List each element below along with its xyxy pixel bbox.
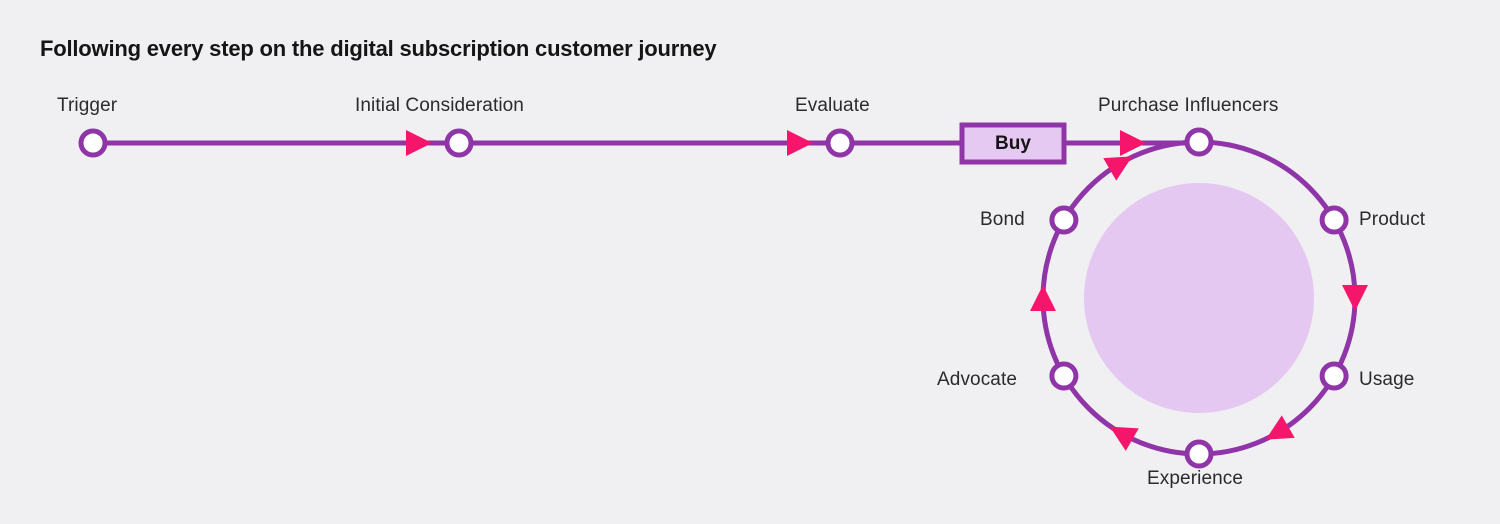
- node-experience[interactable]: [1184, 439, 1214, 469]
- label-trigger: Trigger: [57, 95, 118, 116]
- node-trigger[interactable]: [78, 128, 108, 158]
- flow-arrows: [406, 130, 1368, 451]
- cycle-inner-disc: [1084, 183, 1314, 413]
- flow-arrow-cycle-3: [1030, 285, 1056, 311]
- flow-arrow-cycle-1: [1265, 415, 1295, 440]
- flow-arrow-cycle-0: [1342, 285, 1368, 311]
- flow-arrow-linear-2: [1120, 130, 1146, 156]
- label-advocate: Advocate: [937, 369, 1018, 390]
- label-usage: Usage: [1359, 369, 1415, 390]
- label-evaluate: Evaluate: [795, 95, 870, 116]
- flow-arrow-cycle-2: [1109, 426, 1139, 451]
- cycle-inner-disc-shape: [1084, 183, 1314, 413]
- label-bond: Bond: [980, 209, 1025, 230]
- buy-box-shape: [959, 122, 1067, 165]
- page-title: Following every step on the digital subs…: [40, 36, 717, 61]
- node-evaluate[interactable]: [825, 128, 855, 158]
- label-purchase-influencers: Purchase Influencers: [1098, 95, 1279, 116]
- flow-arrow-cycle-4: [1103, 156, 1133, 181]
- flow-arrow-linear-1: [787, 130, 813, 156]
- label-product: Product: [1359, 209, 1426, 230]
- buy-box-label: Buy: [995, 133, 1031, 154]
- node-initial-consideration[interactable]: [444, 128, 474, 158]
- node-purchase-influencers[interactable]: [1184, 127, 1214, 157]
- node-advocate[interactable]: [1049, 361, 1079, 391]
- flow-arrow-linear-0: [406, 130, 432, 156]
- buy-box-rect[interactable]: [959, 122, 1067, 165]
- journey-nodes: [78, 127, 1349, 469]
- label-experience: Experience: [1147, 468, 1244, 489]
- node-product[interactable]: [1319, 205, 1349, 235]
- node-bond[interactable]: [1049, 205, 1079, 235]
- node-usage[interactable]: [1319, 361, 1349, 391]
- label-initial-consideration: Initial Consideration: [355, 95, 524, 116]
